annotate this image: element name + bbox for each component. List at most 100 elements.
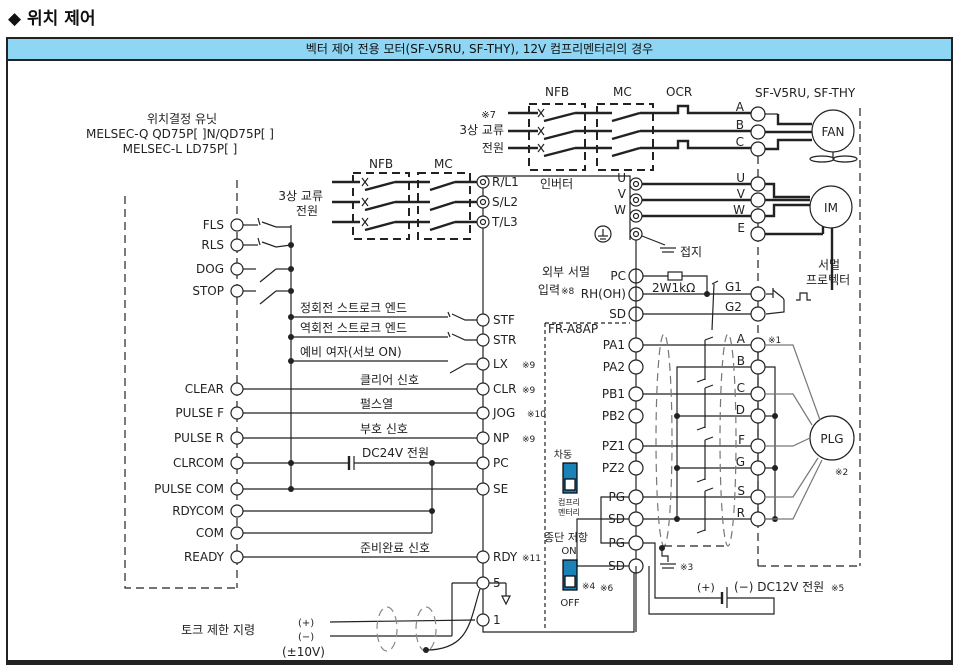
inverter-terminal [476, 431, 490, 445]
positioning-unit-model-l: MELSEC-L LD75P[ ] [123, 142, 238, 156]
pu-terminal-label: READY [184, 550, 225, 564]
wire [765, 393, 813, 426]
x-mark [361, 177, 369, 187]
breaker-box-nfb-top [528, 103, 586, 171]
inverter-input-label: T/L3 [491, 215, 518, 229]
encoder-terminal [750, 337, 766, 353]
encoder-terminal-label: F [738, 433, 745, 447]
inverter-terminal [476, 550, 490, 564]
motor-model-label: SF-V5RU, SF-THY [755, 86, 856, 100]
inverter-terminal-label: NP [493, 431, 509, 445]
option-card-name: FR-A8AP [548, 322, 598, 336]
inverter-terminal [476, 406, 490, 420]
terminal-core [632, 230, 640, 238]
wire [600, 496, 629, 544]
page-title: ◆ 위치 제어 [8, 9, 96, 29]
contactor-contact [429, 220, 456, 232]
wire [704, 336, 714, 341]
thermal-protector-terminal [750, 306, 766, 322]
no-contact [259, 268, 277, 283]
wire [329, 619, 476, 623]
pu-terminal-label: DOG [196, 262, 224, 276]
im-terminal [750, 226, 766, 242]
terminal-core [632, 212, 640, 220]
im-terminal-label: U [736, 171, 745, 185]
x-mark [361, 197, 369, 207]
thermal-protector-label: 프로텍터 [806, 273, 850, 287]
plg-label: PLG [820, 432, 843, 446]
wire [765, 344, 821, 421]
encoder-terminal-label: S [737, 484, 745, 498]
inverter-terminal [476, 357, 490, 371]
dc12-wire [648, 566, 775, 615]
breaker-contact [543, 146, 576, 158]
junction-dot [704, 291, 710, 297]
pu-terminal [230, 238, 244, 252]
inverter-output-label: U [617, 171, 626, 185]
encoder-terminal-label: C [737, 381, 745, 395]
terminal-core [479, 198, 487, 206]
pulse-icon [796, 292, 811, 301]
ground-wire [641, 235, 666, 246]
breaker-box-mc-top [596, 103, 654, 171]
ocr-wire [640, 104, 752, 115]
im-terminal-label: E [737, 221, 745, 235]
signal-label: 클리어 신호 [360, 373, 419, 387]
ground-symbol-icon [594, 225, 612, 243]
terminal-core [479, 218, 487, 226]
power-label: 전원 [296, 204, 318, 218]
pu-terminal [230, 431, 244, 445]
junction-dot [674, 413, 680, 419]
thermal-terminal-label: RH(OH) [581, 287, 626, 301]
inverter-terminal [476, 333, 490, 347]
shield-wire [425, 588, 481, 651]
encoder-terminal-label: G [736, 455, 745, 469]
breaker-label: MC [613, 85, 632, 99]
fan-wire [776, 114, 812, 126]
encoder-terminal-label: R [737, 506, 745, 520]
fan-terminal-label: A [736, 100, 745, 114]
contactor-contact [429, 180, 456, 192]
resistor [667, 271, 683, 281]
pu-terminal-label: PULSE COM [154, 482, 224, 496]
wire [451, 333, 477, 341]
resistor-label: 2W1kΩ [652, 281, 695, 295]
contactor-contact [429, 200, 456, 212]
encoder-terminal [750, 408, 766, 424]
inverter-terminal [476, 613, 490, 627]
contactor-contact [611, 111, 641, 123]
junction-dot [288, 460, 294, 466]
breaker-label: MC [434, 157, 453, 171]
encoder-terminal [750, 438, 766, 454]
encoder-terminal [750, 386, 766, 402]
option-terminal-label: PB2 [602, 409, 625, 423]
signal-label: 부호 신호 [360, 422, 408, 436]
pu-terminal [230, 284, 244, 298]
im-wire [765, 182, 810, 199]
encoder-terminal-label: D [736, 403, 745, 417]
thermal-terminal-label: PC [610, 269, 626, 283]
torque-minus: (−) [298, 632, 314, 643]
breaker-label: NFB [545, 85, 569, 99]
ground-arrow [501, 595, 511, 606]
x-mark [537, 108, 545, 118]
note-label: ※5 [831, 584, 844, 594]
inverter-title: 인버터 [540, 177, 573, 191]
contactor-contact [611, 146, 641, 158]
switch2-title: 종단 저항 [544, 531, 588, 544]
note-label: ※6 [600, 584, 614, 594]
im-terminal-label: W [733, 203, 745, 217]
note-label: ※3 [680, 563, 693, 573]
pu-terminal-label: FLS [203, 218, 224, 232]
inverter-terminal [476, 313, 490, 327]
breaker-label: NFB [369, 157, 393, 171]
no-contact [449, 363, 467, 374]
encoder-terminal [750, 460, 766, 476]
inverter-terminal-label: JOG [492, 406, 515, 420]
wire [765, 437, 811, 447]
breaker-contact [364, 180, 396, 192]
junction-dot [674, 516, 680, 522]
pu-terminal [230, 382, 244, 396]
thermal-protector-label: 서멀 [818, 258, 840, 272]
option-terminal-label: PZ2 [602, 461, 625, 475]
